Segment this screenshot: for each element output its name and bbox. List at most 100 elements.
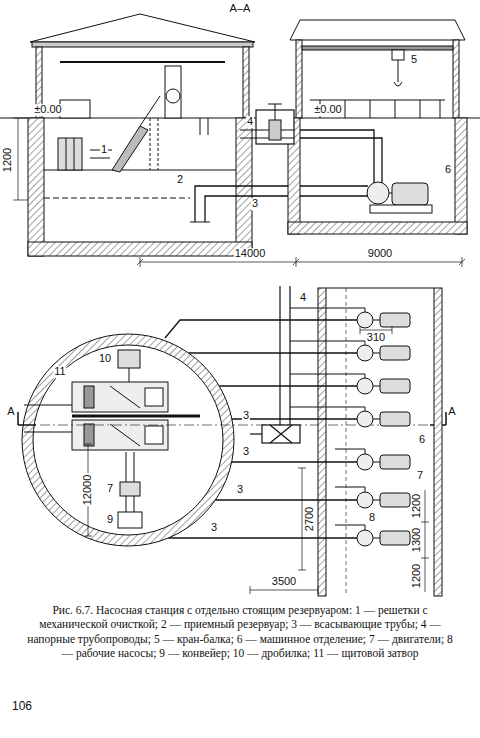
callout-number: 2 [176,174,184,186]
dimension: 1200 [2,147,14,173]
round-tank-plan [84,386,94,408]
tank-building-section [28,242,252,256]
dimension-lines [140,257,462,267]
tank-building-section [236,118,252,256]
round-tank-plan [120,482,140,496]
machine-hall-section [290,20,465,40]
suction-pipe-section [205,196,368,222]
dimension-lines [360,330,392,331]
dimension-lines [140,262,462,263]
tank-building-section [166,89,180,103]
machine-hall-section [300,130,382,183]
callout-number: 11 [53,366,66,378]
pump-unit [380,412,410,426]
section-line [18,412,446,425]
dimension: 9000 [367,248,393,260]
figure-caption: Рис. 6.7. Насосная станция с отдельно ст… [22,603,458,661]
round-tank-plan [24,405,72,432]
round-tank-plan [33,345,223,535]
pump-unit [168,525,410,546]
suction-pipe [232,418,357,419]
pump-unit [373,320,380,321]
tank-building-section [165,66,181,118]
pressure-pipeline-plan [250,433,262,434]
dimension-lines [137,259,465,265]
pressure-branch [290,407,365,411]
pressure-branch [335,525,365,530]
callout-number: 6 [444,164,452,176]
callout-number: 3 [242,446,250,458]
callout-number: 6 [418,434,426,446]
tank-building-section [150,118,158,170]
tank-building-section [60,61,225,63]
tank-building-section [140,96,160,126]
pressure-pipeline-plan [280,286,290,425]
machine-hall-plan [346,288,347,596]
pump-unit [380,493,410,507]
tank-building-section [200,118,208,135]
section-line [18,412,36,425]
pump-unit [380,346,410,360]
round-tank-plan [22,334,234,546]
pump-unit [380,313,410,327]
machine-hall-section [367,182,389,204]
suction-pipe-section [195,186,368,222]
suction-pipe-section [190,186,368,222]
dimension-lines [250,590,318,591]
callout-number: 10 [98,353,112,365]
machine-hall-plan [434,288,442,596]
callout-number: 1 [100,144,108,156]
round-tank-plan [72,382,168,412]
suction-pipe [168,537,357,538]
machine-hall-section [398,60,399,82]
callout-number: 5 [410,54,418,66]
dimension-lines [13,200,28,201]
pump-unit [373,462,380,463]
tank-building-section [58,138,82,170]
pressure-branch [335,487,365,492]
suction-pipe [219,385,357,386]
dimension-lines [13,118,465,267]
pump-unit [357,454,373,470]
pump-unit [373,419,380,420]
machine-hall-section [453,40,459,118]
level-mark: ±0.00 [313,104,342,116]
level-mark: ±0.00 [33,104,62,116]
valve-chamber-section [240,104,294,144]
machine-hall-plan [318,288,442,596]
round-tank-plan [118,512,142,528]
dimension: 12000 [82,474,94,507]
pump-unit [357,530,373,546]
pump-unit [232,449,410,470]
pump-station-drawing [0,14,480,596]
dimension-lines [13,118,28,119]
machine-hall-section [392,50,404,60]
tank-building-section [28,118,44,256]
pump-unit [232,407,410,427]
pressure-branch [290,341,365,345]
tank-building-section [30,14,255,42]
section-mark: А–А [229,3,252,15]
tank-building-section [66,138,67,170]
machine-hall-plan [326,288,434,289]
machine-hall-section [392,183,428,205]
pump-unit [189,341,410,361]
machine-hall-section [296,40,302,118]
section-mark: А [447,406,456,418]
dimension-lines [84,326,429,594]
round-tank-plan [129,368,130,382]
round-tank-plan [145,426,163,444]
tank-building-section [28,14,255,256]
pump-unit [380,455,410,469]
tank-building-section [44,198,190,199]
pump-unit [219,374,410,394]
machine-hall-section [310,100,445,101]
machine-hall-section [394,82,402,86]
callout-number: 3 [251,198,259,210]
valve-chamber-section [269,120,281,140]
round-tank-plan [118,350,140,368]
pump-unit [380,531,410,545]
machine-hall-section [455,118,467,234]
dimension-lines [302,468,303,570]
dimension: 3500 [271,576,297,588]
